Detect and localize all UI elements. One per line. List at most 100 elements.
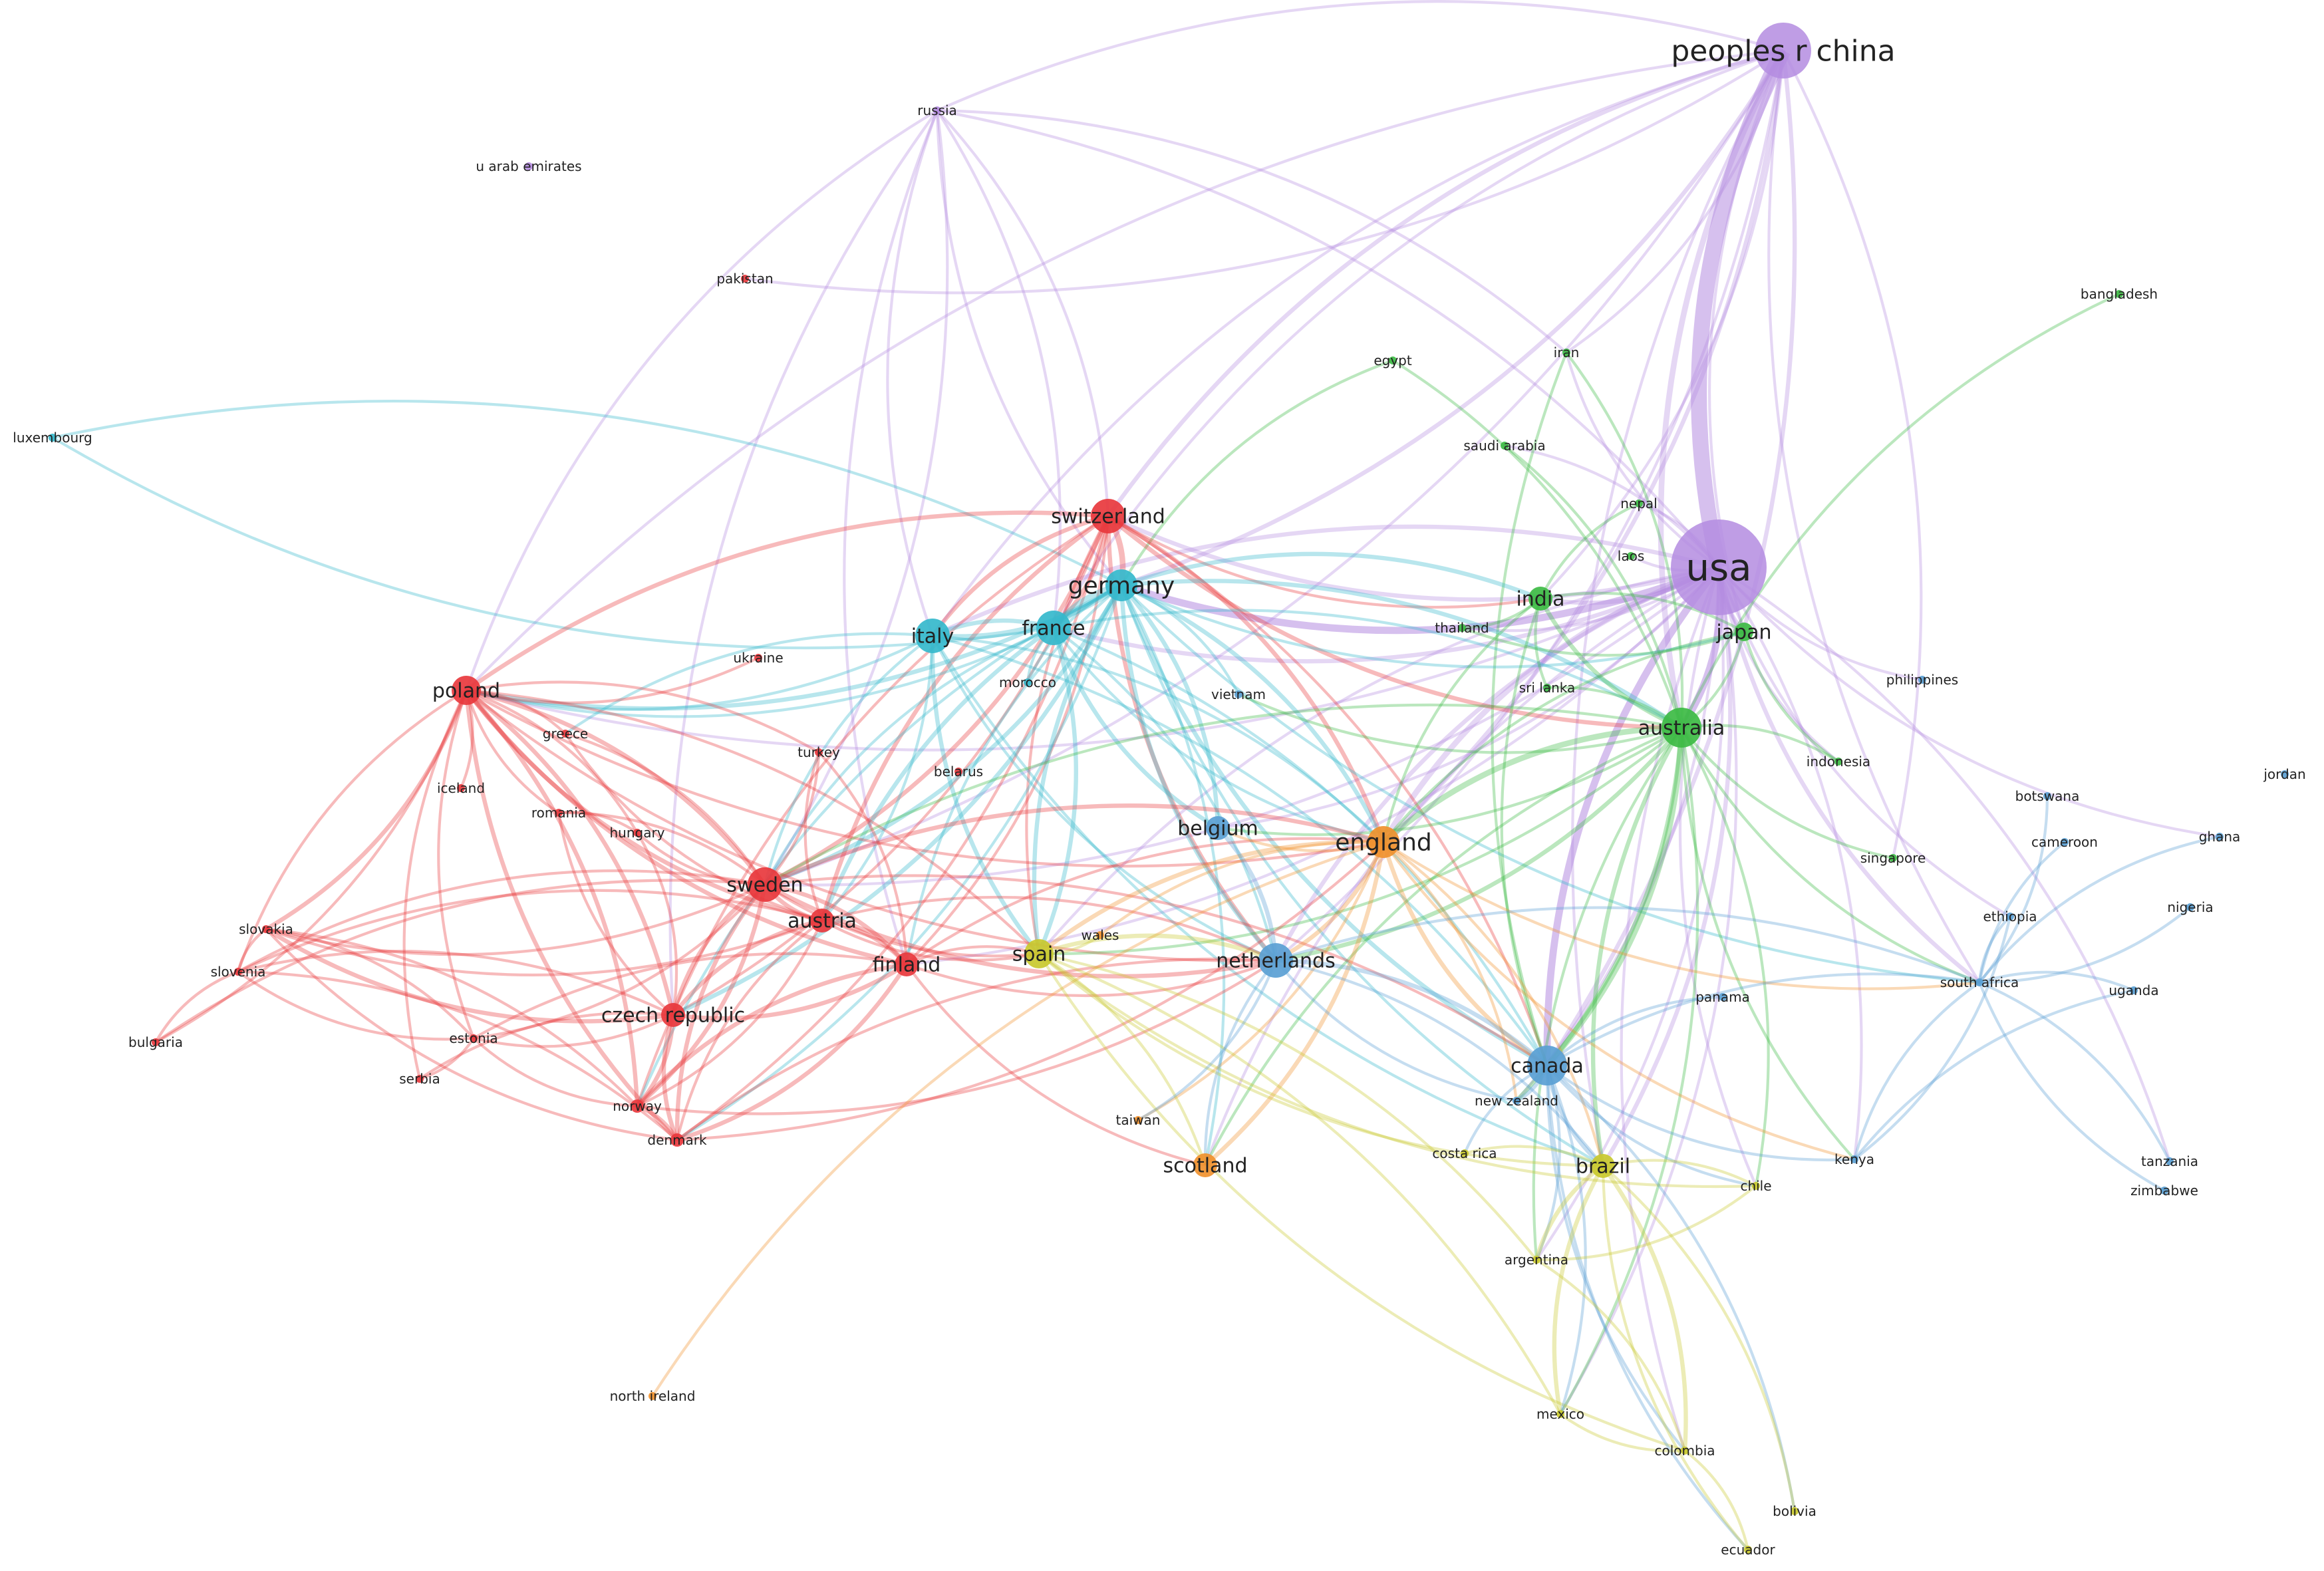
node-mexico[interactable]	[1556, 1410, 1564, 1418]
node-ukraine[interactable]	[754, 654, 762, 662]
node-slovakia[interactable]	[262, 925, 270, 933]
link-usa-england	[1381, 564, 1720, 844]
link-usa-ghana	[1717, 566, 2220, 839]
link-usa-tanzania	[1717, 566, 2172, 1162]
link-czech-republic-serbia	[418, 1011, 674, 1080]
node-cameroon[interactable]	[2061, 838, 2069, 846]
link-austria-spain	[821, 919, 1040, 962]
node-north-ireland[interactable]	[649, 1392, 656, 1400]
node-egypt[interactable]	[1389, 357, 1397, 364]
node-denmark[interactable]	[670, 1133, 684, 1147]
link-italy-poland	[466, 635, 933, 711]
node-scotland[interactable]	[1193, 1153, 1217, 1177]
node-iceland[interactable]	[457, 784, 465, 792]
node-finland[interactable]	[895, 952, 919, 976]
node-usa[interactable]	[1671, 519, 1767, 615]
node-netherlands[interactable]	[1258, 943, 1293, 978]
node-zimbabwe[interactable]	[2160, 1187, 2168, 1195]
node-colombia[interactable]	[1681, 1447, 1689, 1455]
node-belarus[interactable]	[954, 768, 962, 776]
node-bolivia[interactable]	[1791, 1507, 1799, 1515]
node-russia[interactable]	[933, 106, 941, 114]
link-finland-norway	[635, 962, 907, 1108]
node-jordan[interactable]	[2281, 770, 2289, 778]
link-usa-belgium	[1217, 566, 1720, 830]
node-japan[interactable]	[1735, 623, 1753, 641]
node-ghana[interactable]	[2216, 833, 2224, 841]
link-czech-republic-denmark	[661, 1014, 679, 1141]
node-taiwan[interactable]	[1134, 1116, 1142, 1124]
link-australia-kenya	[1679, 727, 1856, 1161]
node-france[interactable]	[1036, 611, 1071, 645]
node-bangladesh[interactable]	[2115, 290, 2123, 298]
node-saudi-arabia[interactable]	[1501, 442, 1509, 450]
node-spain[interactable]	[1024, 939, 1054, 968]
node-costa-rica[interactable]	[1461, 1149, 1469, 1157]
node-argentina[interactable]	[1532, 1256, 1540, 1264]
link-peoples-r-china-south-africa	[1767, 50, 1981, 984]
node-ethiopia[interactable]	[2006, 913, 2014, 921]
node-sweden[interactable]	[748, 867, 782, 902]
node-u-arab-emirates[interactable]	[525, 162, 533, 170]
node-new-zealand[interactable]	[1513, 1097, 1521, 1105]
node-turkey[interactable]	[815, 748, 823, 756]
node-panama[interactable]	[1719, 993, 1727, 1001]
node-kenya[interactable]	[1850, 1155, 1858, 1163]
node-ecuador[interactable]	[1744, 1546, 1752, 1554]
node-serbia[interactable]	[416, 1075, 424, 1083]
node-indonesia[interactable]	[1834, 758, 1842, 766]
node-romania[interactable]	[555, 809, 563, 817]
node-germany[interactable]	[1105, 569, 1137, 601]
link-australia-mexico	[1559, 727, 1699, 1415]
node-philippines[interactable]	[1918, 676, 1926, 684]
node-australia[interactable]	[1662, 708, 1701, 748]
node-thailand[interactable]	[1458, 624, 1466, 632]
node-canada[interactable]	[1527, 1046, 1567, 1085]
node-botswana[interactable]	[2043, 792, 2051, 800]
node-italy[interactable]	[915, 619, 950, 653]
node-peoples-r-china[interactable]	[1755, 23, 1811, 78]
link-germany-norway	[636, 584, 1122, 1107]
node-greece[interactable]	[561, 730, 569, 738]
link-spain-brazil	[1038, 952, 1604, 1168]
link-brazil-ecuador	[1601, 1165, 1749, 1551]
node-wales[interactable]	[1096, 931, 1104, 939]
link-south-africa-botswana	[1978, 795, 2049, 984]
node-singapore[interactable]	[1889, 854, 1897, 862]
link-switzerland-australia	[1106, 514, 1682, 730]
node-iran[interactable]	[1562, 349, 1570, 357]
node-estonia[interactable]	[470, 1034, 478, 1042]
node-india[interactable]	[1528, 587, 1552, 611]
link-peoples-r-china-singapore	[1782, 50, 1923, 859]
node-czech-republic[interactable]	[661, 1003, 685, 1027]
node-luxembourg[interactable]	[49, 434, 57, 442]
node-belgium[interactable]	[1206, 816, 1230, 840]
node-slovenia[interactable]	[234, 968, 242, 976]
label-uganda: uganda	[2108, 982, 2158, 998]
node-laos[interactable]	[1627, 552, 1635, 560]
link-japan-thailand	[1461, 627, 1745, 657]
node-poland[interactable]	[452, 676, 481, 705]
node-bulgaria[interactable]	[152, 1038, 160, 1046]
node-switzerland[interactable]	[1091, 499, 1125, 533]
node-tanzania[interactable]	[2166, 1157, 2174, 1165]
node-brazil[interactable]	[1591, 1154, 1615, 1178]
link-peoples-r-china-france	[1052, 49, 1784, 629]
node-norway[interactable]	[631, 1099, 644, 1113]
link-germany-finland	[905, 584, 1123, 965]
node-nepal[interactable]	[1635, 500, 1643, 507]
node-sri-lanka[interactable]	[1543, 684, 1551, 692]
link-usa-brazil	[1601, 567, 1733, 1167]
node-england[interactable]	[1368, 826, 1399, 858]
node-morocco[interactable]	[1024, 678, 1032, 686]
label-australia: australia	[1638, 717, 1725, 740]
node-austria[interactable]	[810, 909, 834, 932]
node-hungary[interactable]	[633, 829, 641, 837]
node-uganda[interactable]	[2130, 986, 2138, 994]
node-chile[interactable]	[1752, 1182, 1760, 1190]
node-south-africa[interactable]	[1975, 978, 1983, 986]
node-pakistan[interactable]	[741, 275, 749, 283]
node-nigeria[interactable]	[2186, 903, 2194, 911]
link-iran-australia	[1565, 351, 1684, 728]
node-vietnam[interactable]	[1235, 690, 1242, 698]
